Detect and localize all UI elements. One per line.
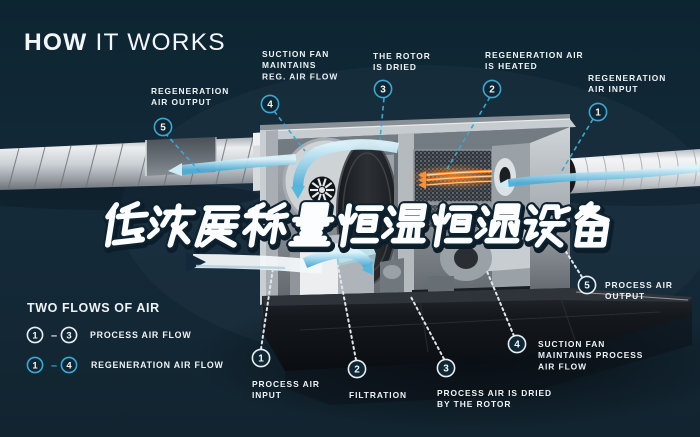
svg-text:AIR OUTPUT: AIR OUTPUT [151, 97, 212, 107]
svg-text:2: 2 [489, 85, 495, 96]
svg-text:PROCESS AIR FLOW: PROCESS AIR FLOW [90, 330, 191, 340]
svg-text:1: 1 [258, 354, 264, 365]
svg-text:AIR FLOW: AIR FLOW [538, 361, 587, 371]
svg-text:2: 2 [354, 365, 360, 376]
svg-text:1: 1 [32, 361, 38, 372]
svg-text:IS DRIED: IS DRIED [373, 62, 417, 72]
svg-text:5: 5 [584, 281, 590, 292]
svg-text:OUTPUT: OUTPUT [605, 291, 645, 301]
svg-text:4: 4 [66, 361, 72, 372]
svg-text:REGENERATION: REGENERATION [588, 73, 666, 83]
svg-text:1: 1 [32, 331, 38, 342]
svg-text:BY THE ROTOR: BY THE ROTOR [437, 399, 511, 409]
svg-text:THE ROTOR: THE ROTOR [373, 51, 431, 61]
svg-text:REG. AIR FLOW: REG. AIR FLOW [262, 71, 338, 81]
svg-text:PROCESS AIR: PROCESS AIR [252, 379, 320, 389]
svg-text:REGENERATION AIR FLOW: REGENERATION AIR FLOW [91, 360, 224, 370]
svg-text:SUCTION FAN: SUCTION FAN [538, 339, 605, 349]
svg-text:INPUT: INPUT [252, 390, 282, 400]
svg-text:MAINTAINS: MAINTAINS [262, 60, 316, 70]
svg-text:PROCESS AIR IS DRIED: PROCESS AIR IS DRIED [437, 388, 552, 398]
svg-text:PROCESS AIR: PROCESS AIR [605, 280, 673, 290]
svg-text:5: 5 [160, 123, 166, 134]
svg-text:IS HEATED: IS HEATED [485, 61, 538, 71]
svg-text:3: 3 [443, 364, 449, 375]
svg-text:FILTRATION: FILTRATION [349, 390, 407, 400]
svg-text:–: – [51, 330, 57, 342]
svg-text:HOW IT WORKS: HOW IT WORKS [24, 29, 226, 56]
svg-text:4: 4 [267, 100, 273, 111]
svg-text:3: 3 [380, 85, 386, 96]
svg-text:1: 1 [595, 108, 601, 119]
svg-text:MAINTAINS PROCESS: MAINTAINS PROCESS [538, 350, 643, 360]
svg-text:4: 4 [514, 340, 520, 351]
svg-text:AIR INPUT: AIR INPUT [588, 84, 638, 94]
svg-text:REGENERATION AIR: REGENERATION AIR [485, 50, 584, 60]
svg-text:–: – [51, 360, 57, 372]
svg-text:REGENERATION: REGENERATION [151, 86, 229, 96]
svg-text:3: 3 [66, 331, 71, 342]
svg-text:TWO FLOWS OF AIR: TWO FLOWS OF AIR [27, 301, 160, 315]
svg-text:SUCTION FAN: SUCTION FAN [262, 49, 329, 59]
